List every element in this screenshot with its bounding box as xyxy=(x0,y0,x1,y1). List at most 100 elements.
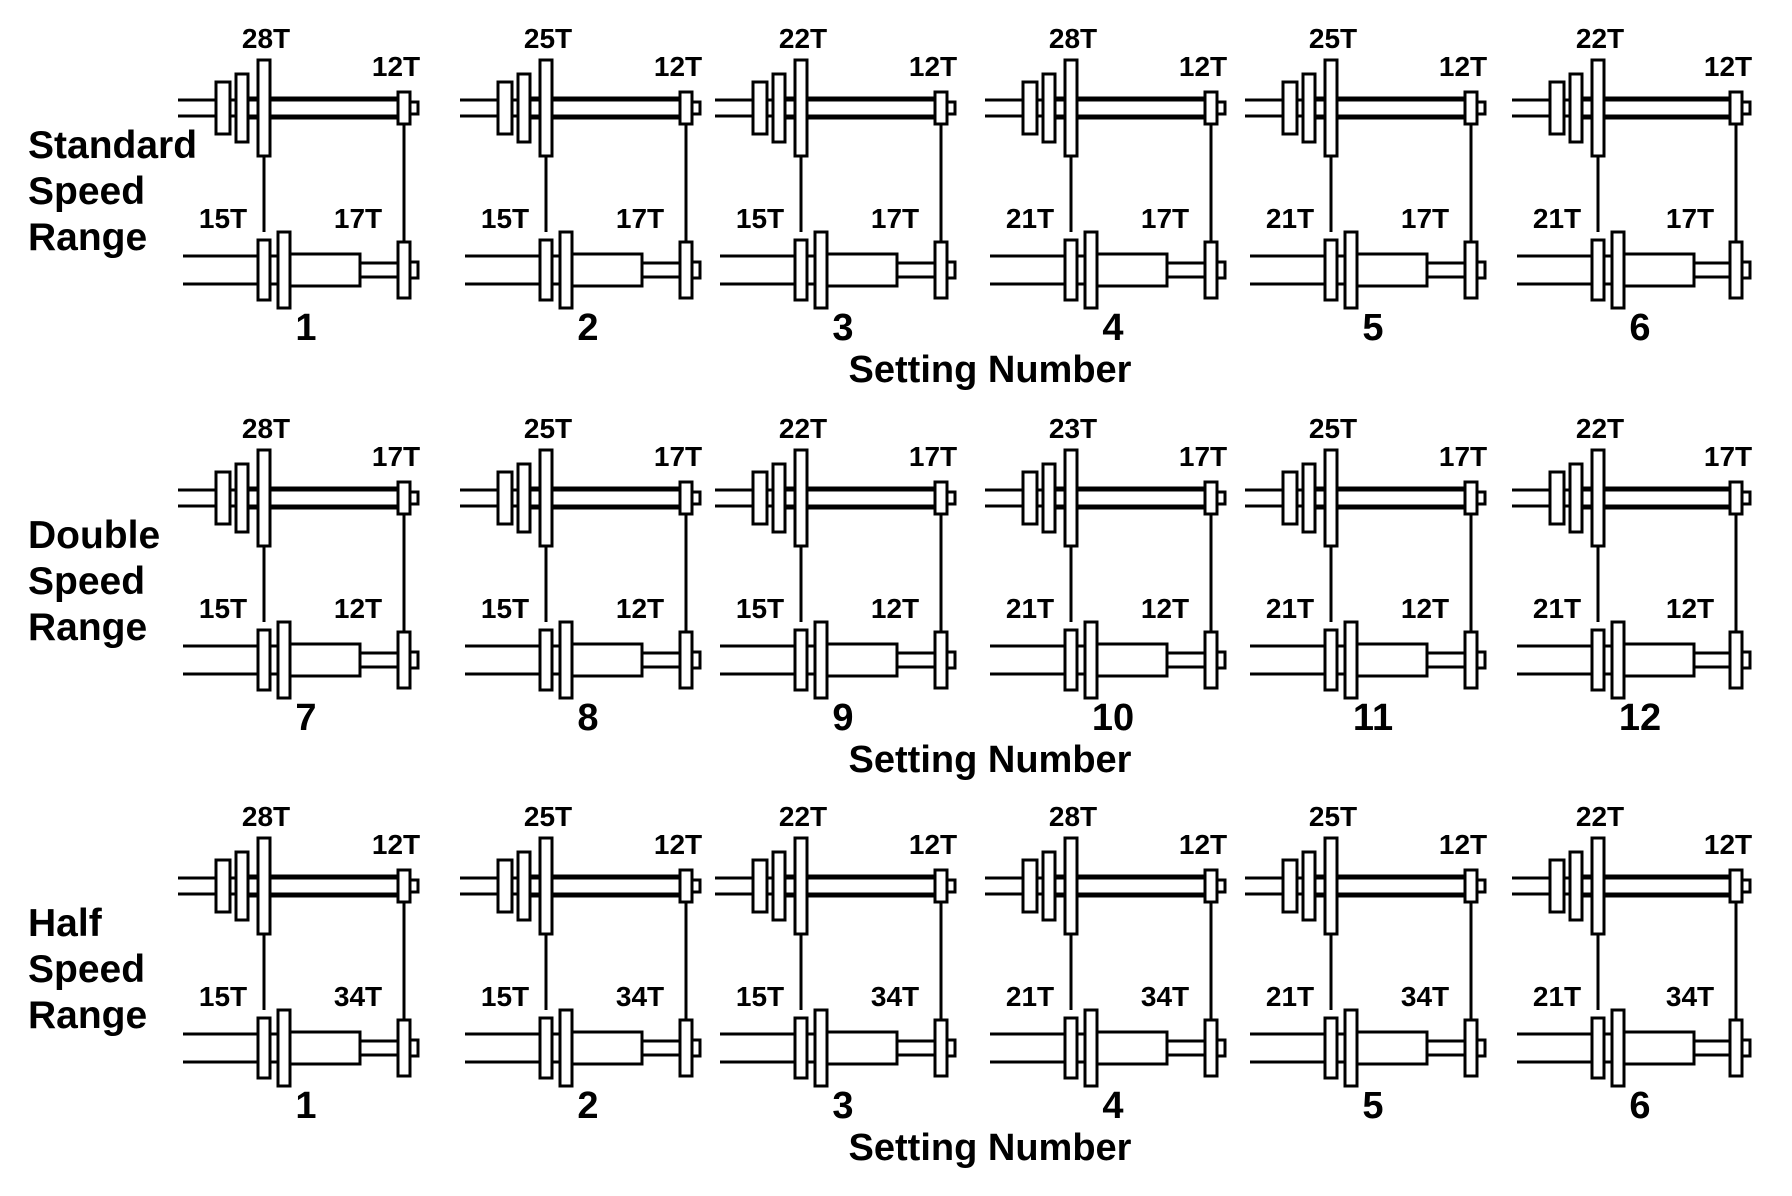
bottom-gear-disc-outer xyxy=(813,1008,829,1088)
bottom-large-gear-teeth: 15T xyxy=(481,203,529,234)
bottom-gear-disc-outer xyxy=(1083,620,1099,700)
top-gear-disc-medium xyxy=(771,462,787,534)
top-gear-disc-large xyxy=(1590,58,1606,158)
bottom-shaft-cap xyxy=(408,260,420,280)
top-small-gear-teeth: 12T xyxy=(1179,51,1227,82)
range-label-line-2: Speed xyxy=(28,560,145,603)
bottom-large-gear-teeth: 15T xyxy=(736,203,784,234)
range-label-line-2: Speed xyxy=(28,170,145,213)
top-gear-disc-small xyxy=(496,470,514,526)
top-sprocket xyxy=(1463,480,1479,516)
top-sprocket xyxy=(396,868,412,904)
bottom-sprocket xyxy=(396,240,412,300)
top-gear-disc-large xyxy=(1063,836,1079,936)
top-small-gear-teeth: 12T xyxy=(654,829,702,860)
top-gear-disc-medium xyxy=(771,72,787,144)
top-large-gear-teeth: 25T xyxy=(1309,801,1357,832)
top-large-gear-teeth: 22T xyxy=(1576,413,1624,444)
bottom-gear-disc-inner xyxy=(538,628,554,692)
gear-setting-6: 22T 12T 21T 34T 6 xyxy=(1512,801,1752,1127)
top-gear-disc-small xyxy=(1281,470,1299,526)
top-large-gear-teeth: 25T xyxy=(524,413,572,444)
top-shaft-cap xyxy=(1740,878,1752,894)
bottom-shaft-cap xyxy=(1740,650,1752,670)
bottom-gear-disc-outer xyxy=(1083,1008,1099,1088)
bottom-large-gear-teeth: 15T xyxy=(736,593,784,624)
top-sprocket xyxy=(678,868,694,904)
bottom-hub xyxy=(1095,1030,1169,1066)
bottom-shaft-cap xyxy=(690,650,702,670)
bottom-hub xyxy=(825,1030,899,1066)
top-gear-disc-large xyxy=(1063,448,1079,548)
setting-number: 3 xyxy=(832,1085,853,1127)
top-gear-disc-medium xyxy=(1301,462,1317,534)
bottom-small-gear-teeth: 12T xyxy=(871,593,919,624)
bottom-gear-disc-outer xyxy=(1610,620,1626,700)
top-gear-disc-small xyxy=(1548,470,1566,526)
bottom-hub xyxy=(1095,252,1169,288)
bottom-gear-disc-inner xyxy=(1063,1016,1079,1080)
top-large-gear-teeth: 28T xyxy=(1049,23,1097,54)
bottom-gear-disc-outer xyxy=(813,230,829,310)
bottom-shaft-cap xyxy=(1215,260,1227,280)
setting-number: 6 xyxy=(1629,1085,1650,1127)
bottom-shaft-cap xyxy=(1215,1038,1227,1058)
top-large-gear-teeth: 28T xyxy=(242,801,290,832)
bottom-gear-disc-outer xyxy=(1343,230,1359,310)
top-shaft-cap xyxy=(945,878,957,894)
bottom-small-gear-teeth: 17T xyxy=(334,203,382,234)
top-gear-disc-large xyxy=(1590,448,1606,548)
bottom-small-gear-teeth: 34T xyxy=(1141,981,1189,1012)
top-gear-disc-medium xyxy=(771,850,787,922)
bottom-shaft-cap xyxy=(945,650,957,670)
top-gear-disc-small xyxy=(751,80,769,136)
bottom-hub xyxy=(1355,252,1429,288)
top-gear-disc-medium xyxy=(1301,72,1317,144)
top-large-gear-teeth: 22T xyxy=(779,23,827,54)
top-shaft-cap xyxy=(1740,490,1752,506)
setting-number: 5 xyxy=(1362,307,1383,349)
bottom-sprocket xyxy=(933,630,949,690)
top-sprocket xyxy=(933,868,949,904)
bottom-shaft-cap xyxy=(1475,650,1487,670)
bottom-gear-disc-inner xyxy=(1063,628,1079,692)
top-small-gear-teeth: 17T xyxy=(1179,441,1227,472)
bottom-large-gear-teeth: 21T xyxy=(1006,981,1054,1012)
bottom-large-gear-teeth: 21T xyxy=(1006,203,1054,234)
setting-number: 2 xyxy=(577,307,598,349)
top-small-gear-teeth: 12T xyxy=(1704,829,1752,860)
bottom-gear-disc-inner xyxy=(1590,1016,1606,1080)
setting-number: 10 xyxy=(1092,697,1134,739)
bottom-gear-disc-inner xyxy=(1323,628,1339,692)
bottom-small-gear-teeth: 34T xyxy=(871,981,919,1012)
top-sprocket xyxy=(1203,90,1219,126)
bottom-hub xyxy=(825,252,899,288)
bottom-hub xyxy=(570,642,644,678)
bottom-gear-disc-inner xyxy=(538,1016,554,1080)
bottom-gear-disc-inner xyxy=(1323,1016,1339,1080)
bottom-hub xyxy=(1622,252,1696,288)
bottom-hub xyxy=(1355,642,1429,678)
top-small-gear-teeth: 12T xyxy=(654,51,702,82)
bottom-shaft-cap xyxy=(408,1038,420,1058)
bottom-sprocket xyxy=(1728,630,1744,690)
bottom-gear-disc-outer xyxy=(276,1008,292,1088)
bottom-gear-disc-inner xyxy=(1323,238,1339,302)
bottom-small-gear-teeth: 34T xyxy=(1666,981,1714,1012)
bottom-gear-disc-inner xyxy=(1590,238,1606,302)
range-label-line-1: Half xyxy=(28,902,103,945)
top-gear-disc-medium xyxy=(516,462,532,534)
top-gear-disc-large xyxy=(538,448,554,548)
top-large-gear-teeth: 22T xyxy=(1576,801,1624,832)
top-shaft-cap xyxy=(690,490,702,506)
top-sprocket xyxy=(1203,868,1219,904)
bottom-large-gear-teeth: 21T xyxy=(1533,981,1581,1012)
